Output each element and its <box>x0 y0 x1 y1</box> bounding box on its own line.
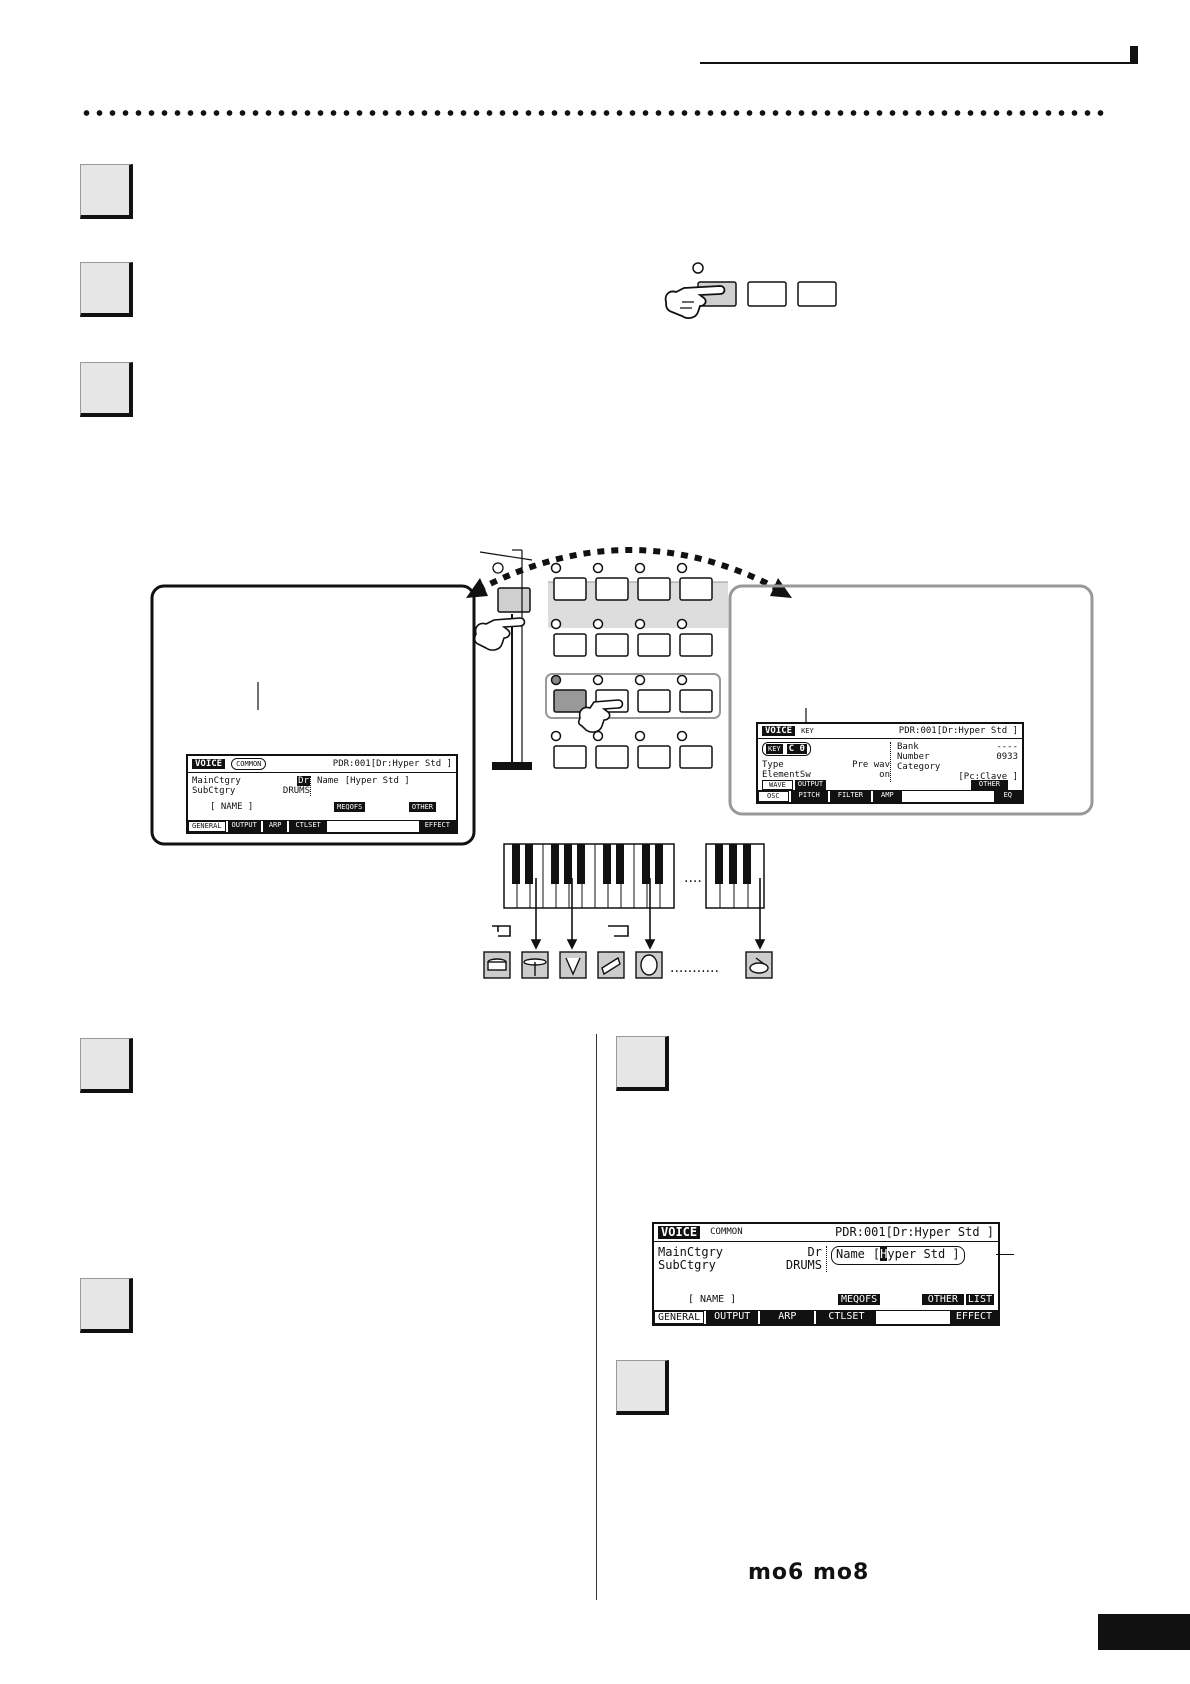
lcd-header-voice: PDR:001[Dr:Hyper Std ] <box>332 759 452 769</box>
led-indicator <box>692 262 704 274</box>
lcd-tab[interactable]: ARP <box>262 821 288 832</box>
key-frame <box>728 584 1094 816</box>
keyboard-illustration: .... <box>503 843 765 909</box>
step-box-7 <box>616 1360 669 1415</box>
lcd-mode-badge: VOICE <box>658 1226 701 1239</box>
switch-arc <box>476 547 782 593</box>
common-frame <box>150 584 476 846</box>
lcd-mode-badge: VOICE <box>192 759 226 769</box>
lcd-label: Type <box>762 760 784 770</box>
panel-button[interactable] <box>797 281 837 307</box>
lcd-label: Number <box>897 752 930 762</box>
lcd-tab[interactable]: CTLSET <box>816 1311 877 1324</box>
lcd-bracket-name: [ NAME ] <box>210 802 254 812</box>
svg-text:...........: ........... <box>670 960 719 976</box>
lcd-label: Name <box>317 776 339 786</box>
name-cursor[interactable]: H <box>880 1247 888 1261</box>
step-box-6 <box>616 1036 669 1091</box>
panel-button[interactable] <box>747 281 787 307</box>
lcd-softkey: LIST <box>965 1294 994 1305</box>
lcd-value: on <box>879 770 890 780</box>
lcd-value: Dr <box>807 1245 822 1259</box>
brand-logo: mo6 mo8 <box>748 1560 870 1585</box>
lcd-softkey: WAVE <box>762 780 793 790</box>
lcd-label: MainCtgry <box>658 1245 724 1259</box>
column-divider <box>596 1034 597 1600</box>
lcd-softkey: MEQOFS <box>838 1294 881 1305</box>
lcd-softkey: OTHER <box>408 802 436 812</box>
lcd-key-badge: KEY <box>766 744 783 754</box>
header-marker <box>1130 46 1138 64</box>
lcd-tab[interactable]: FILTER <box>829 791 872 802</box>
lcd-tab-key: KEY <box>801 727 814 735</box>
lcd-value: DRUMS <box>785 1258 822 1272</box>
number-button-grid <box>550 562 713 769</box>
lcd-softkey: OUTPUT <box>794 780 827 790</box>
lcd-tab[interactable]: OUTPUT <box>227 821 261 832</box>
header-rule <box>700 62 1134 64</box>
lcd-tab[interactable]: GENERAL <box>654 1311 705 1324</box>
lcd-label: MainCtgry <box>192 776 241 786</box>
lcd-label: ElementSw <box>762 770 811 780</box>
lcd-value: Pre wav <box>852 760 890 770</box>
lcd-tab[interactable]: ARP <box>760 1311 815 1324</box>
lcd-tab[interactable]: OSC <box>758 791 789 802</box>
lcd-softkey: OTHER <box>921 1294 964 1305</box>
lcd-voice-common: VOICE COMMON PDR:001[Dr:Hyper Std ] Main… <box>186 754 458 834</box>
lcd-name-edit: VOICE COMMON PDR:001[Dr:Hyper Std ] Main… <box>652 1222 1000 1326</box>
lcd-label: SubCtgry <box>192 786 236 796</box>
lcd-tab[interactable]: EFFECT <box>949 1311 998 1324</box>
lcd-header-voice: PDR:001[Dr:Hyper Std ] <box>898 726 1018 736</box>
lcd-bracket-name: [ NAME ] <box>688 1294 737 1305</box>
step-box-4 <box>80 1038 133 1093</box>
lcd-label: Bank <box>897 742 919 752</box>
lcd-tab-common: COMMON <box>710 1227 743 1237</box>
name-field[interactable]: Name [Hyper Std ] <box>831 1246 965 1265</box>
lcd-tab[interactable]: OUTPUT <box>706 1311 759 1324</box>
name-pointer-line <box>996 1254 1014 1255</box>
lcd-softkey: OTHER <box>970 780 1008 790</box>
lcd-label: Category <box>897 762 941 772</box>
arrow-right-icon <box>770 578 792 598</box>
lcd-tab[interactable]: EQ <box>993 791 1022 802</box>
step-box-3 <box>80 362 133 417</box>
lcd-tab[interactable]: GENERAL <box>188 821 226 832</box>
pointing-hand-icon <box>664 285 726 319</box>
lcd-tab[interactable]: CTLSET <box>289 821 327 832</box>
lcd-value: yper Std ] <box>887 1247 960 1261</box>
lcd-tab[interactable]: PITCH <box>790 791 828 802</box>
svg-text:....: .... <box>684 870 702 886</box>
lcd-value: [ <box>872 1247 881 1261</box>
step-box-5 <box>80 1278 133 1333</box>
lcd-key-value: C 0 <box>786 744 807 754</box>
lcd-label: Name <box>836 1247 865 1261</box>
lcd-value: [Pc:Clave ] <box>958 772 1018 782</box>
step-box-1 <box>80 164 133 219</box>
lcd-tab[interactable]: EFFECT <box>418 821 456 832</box>
lcd-tab-common: COMMON <box>231 758 267 770</box>
lcd-value: [Hyper Std ] <box>344 776 410 786</box>
lcd-value: DRUMS <box>282 786 310 796</box>
dotted-divider <box>80 110 1110 116</box>
drum-sound-icons: ........... <box>483 951 773 979</box>
lcd-header-voice: PDR:001[Dr:Hyper Std ] <box>835 1225 994 1239</box>
step-box-2 <box>80 262 133 317</box>
lcd-voice-key: VOICE KEY PDR:001[Dr:Hyper Std ] KEY C 0… <box>756 722 1024 804</box>
page-number-tab <box>1098 1614 1190 1650</box>
lcd-mode-badge: VOICE <box>762 726 796 736</box>
lcd-value: ---- <box>996 742 1018 752</box>
lcd-value: Dr <box>297 776 310 786</box>
pointing-hand-icon <box>577 699 624 733</box>
voice-mode-diagram: .... ........... <box>150 547 1094 979</box>
common-edit-button[interactable] <box>497 587 531 613</box>
lcd-label: SubCtgry <box>658 1258 716 1272</box>
lcd-softkey: MEQOFS <box>334 802 366 812</box>
drum-button-illustration <box>664 262 837 319</box>
lcd-tab[interactable]: AMP <box>873 791 902 802</box>
lcd-value: 0933 <box>996 752 1018 762</box>
pointing-hand-icon <box>473 617 526 651</box>
